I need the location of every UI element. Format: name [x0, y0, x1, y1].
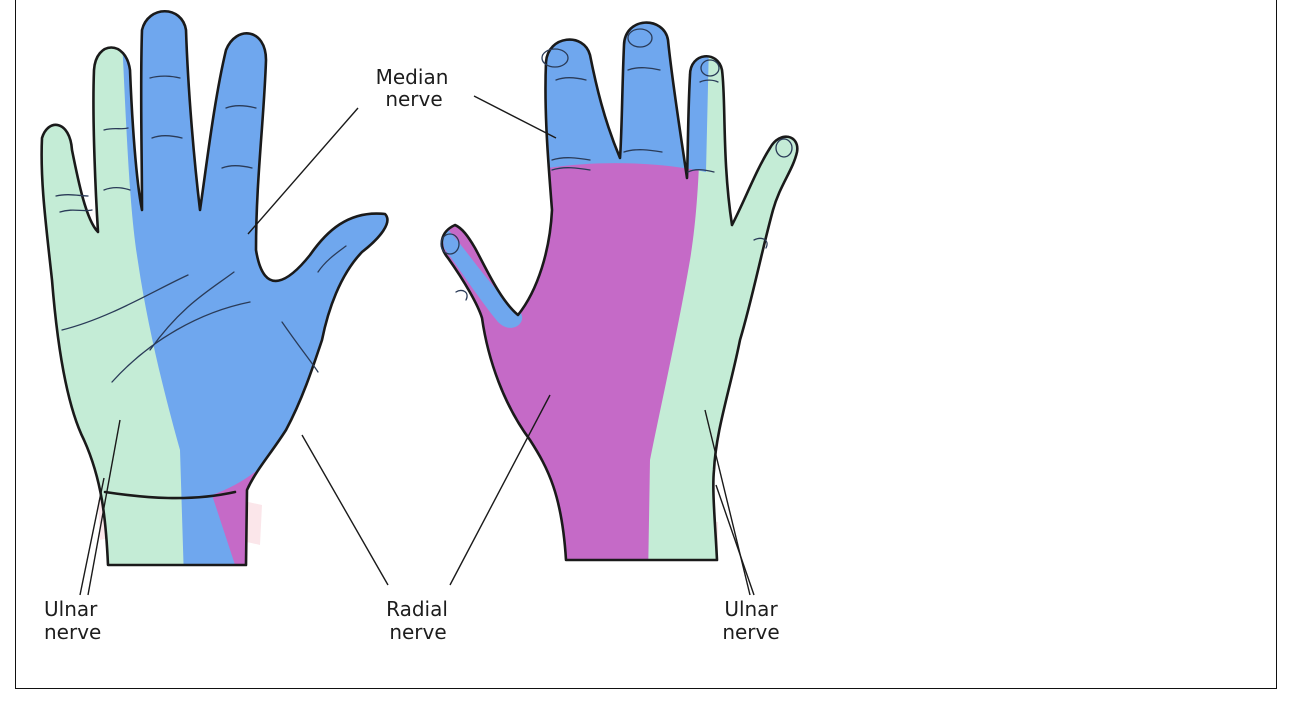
- right-median-thumb: [441, 222, 522, 328]
- median-nerve-label-line2: nerve: [385, 87, 442, 111]
- ulnar-leader-right-a: [704, 409, 751, 596]
- ulnar-nerve-right-label-line1: Ulnar: [724, 597, 778, 621]
- radial-leader-left: [301, 434, 389, 586]
- right-median-fingertips: [540, 22, 710, 172]
- median-nerve-label-line1: Median: [376, 65, 449, 89]
- left-wrist-crease: [103, 490, 237, 500]
- median-leader-right: [473, 95, 557, 139]
- radial-leader-right: [449, 394, 551, 586]
- left-palm-creases: [55, 75, 347, 383]
- ulnar-leader-left-b: [87, 419, 121, 596]
- median-leader-left: [247, 107, 359, 235]
- labels: Median nerve Ulnar nerve Radial nerve Ul…: [44, 65, 780, 644]
- ulnar-leader-right-b: [715, 484, 755, 596]
- ulnar-leader-left-a: [79, 477, 105, 596]
- ulnar-nerve-right-label-line2: nerve: [722, 620, 779, 644]
- radial-nerve-label-line2: nerve: [389, 620, 446, 644]
- figure-frame: [15, 0, 1277, 689]
- ulnar-nerve-left-label-line1: Ulnar: [44, 597, 98, 621]
- ulnar-nerve-left-label-line2: nerve: [44, 620, 101, 644]
- back-view-hand: [440, 21, 799, 562]
- leader-lines: [79, 95, 755, 596]
- right-dorsal-creases: [440, 28, 793, 301]
- radial-nerve-label-line1: Radial: [386, 597, 448, 621]
- palm-view-hand: [40, 9, 389, 567]
